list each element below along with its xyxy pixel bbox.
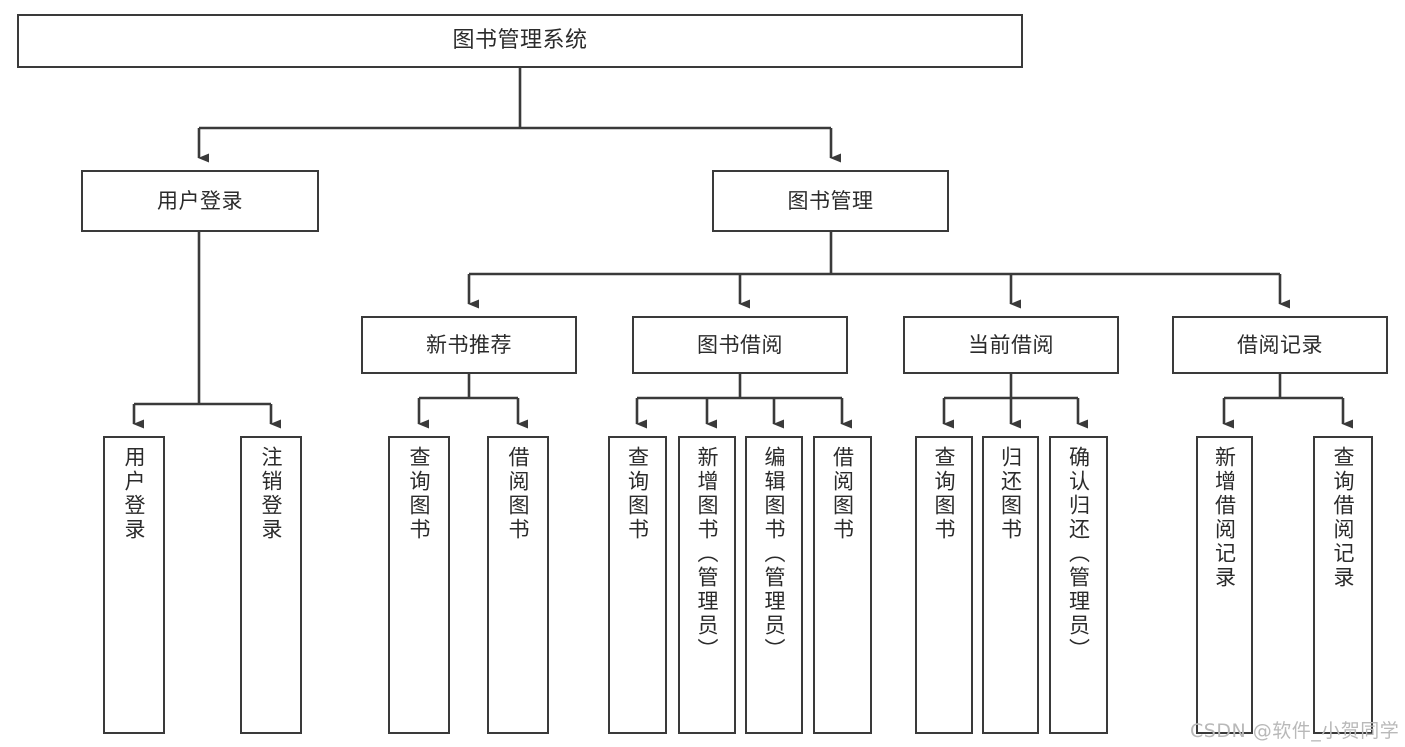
leaf-user-login-label: 用户登录 [122,446,147,542]
leaf-bb-query-book[interactable]: 查询图书 [608,436,667,734]
leaf-nb-borrow-book-label: 借阅图书 [506,446,531,542]
node-borrow-record-label: 借阅记录 [1237,332,1323,357]
node-root[interactable]: 图书管理系统 [17,14,1023,68]
node-new-book-recommend[interactable]: 新书推荐 [361,316,577,374]
node-user-login-label: 用户登录 [157,188,243,213]
leaf-cb-return-book-label: 归还图书 [998,446,1023,542]
node-root-label: 图书管理系统 [452,28,588,54]
leaf-cb-confirm-return-label: 确认归还（管理员） [1066,446,1091,662]
node-book-management-label: 图书管理 [787,188,874,213]
leaf-bb-query-book-label: 查询图书 [625,446,650,542]
node-current-borrow[interactable]: 当前借阅 [903,316,1119,374]
leaf-user-login[interactable]: 用户登录 [103,436,165,734]
node-book-borrow-label: 图书借阅 [697,332,783,357]
leaf-bb-add-book[interactable]: 新增图书（管理员） [678,436,736,734]
leaf-br-add-record[interactable]: 新增借阅记录 [1196,436,1253,734]
node-book-borrow[interactable]: 图书借阅 [632,316,848,374]
leaf-logout-label: 注销登录 [259,446,284,542]
node-new-book-recommend-label: 新书推荐 [426,332,512,357]
leaf-cb-query-book[interactable]: 查询图书 [915,436,973,734]
leaf-nb-borrow-book[interactable]: 借阅图书 [487,436,549,734]
leaf-bb-edit-book[interactable]: 编辑图书（管理员） [745,436,803,734]
leaf-bb-add-book-label: 新增图书（管理员） [695,446,720,662]
leaf-nb-query-book[interactable]: 查询图书 [388,436,450,734]
node-borrow-record[interactable]: 借阅记录 [1172,316,1388,374]
leaf-bb-borrow-book[interactable]: 借阅图书 [813,436,872,734]
leaf-cb-query-book-label: 查询图书 [932,446,957,542]
node-current-borrow-label: 当前借阅 [968,332,1054,357]
leaf-br-query-record[interactable]: 查询借阅记录 [1313,436,1373,734]
leaf-br-query-record-label: 查询借阅记录 [1331,446,1356,590]
csdn-watermark: CSDN @软件_小贺同学 [1190,720,1400,742]
node-book-management[interactable]: 图书管理 [712,170,949,232]
node-user-login[interactable]: 用户登录 [81,170,319,232]
leaf-cb-return-book[interactable]: 归还图书 [982,436,1039,734]
leaf-nb-query-book-label: 查询图书 [407,446,432,542]
leaf-cb-confirm-return[interactable]: 确认归还（管理员） [1049,436,1108,734]
leaf-bb-edit-book-label: 编辑图书（管理员） [762,446,787,662]
leaf-logout[interactable]: 注销登录 [240,436,302,734]
leaf-bb-borrow-book-label: 借阅图书 [830,446,855,542]
leaf-br-add-record-label: 新增借阅记录 [1212,446,1237,590]
